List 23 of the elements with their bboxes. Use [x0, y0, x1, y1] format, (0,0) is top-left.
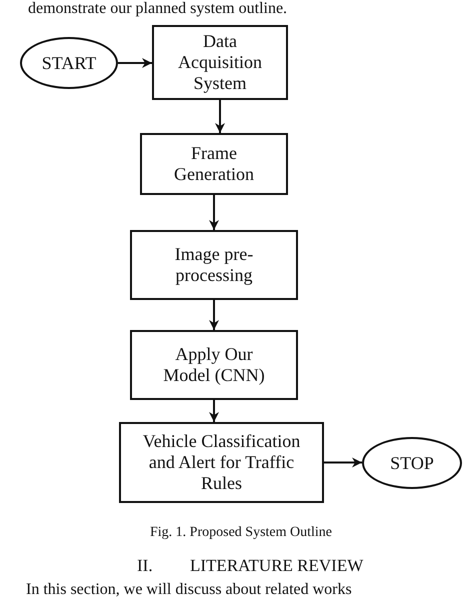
process-box [140, 133, 288, 195]
figure-caption: Fig. 1. Proposed System Outline [150, 525, 332, 542]
node-label: Data Acquisition System [177, 31, 263, 94]
arrow [118, 58, 152, 68]
node-label: Vehicle Classification and Alert for Traffic Rules [142, 431, 302, 494]
node-label: Image pre-processing [174, 244, 254, 286]
arrow [215, 100, 225, 133]
process-box [130, 230, 298, 300]
node-label: Apply Our Model (CNN) [162, 344, 266, 386]
process-box [130, 330, 298, 400]
section-number: II. [137, 556, 153, 576]
node-label: STOP [390, 452, 434, 474]
arrow [324, 458, 362, 468]
process-box [152, 25, 288, 100]
arrow [209, 195, 219, 230]
process-box [119, 422, 324, 503]
body-text: In this section, we will discuss about related works [26, 581, 352, 600]
arrow [209, 400, 219, 422]
node-label: Frame Generation [173, 143, 255, 185]
section-heading: LITERATURE REVIEW [190, 556, 364, 576]
arrow [209, 300, 219, 330]
node-label: START [42, 52, 96, 74]
body-text: demonstrate our planned system outline. [28, 0, 288, 18]
